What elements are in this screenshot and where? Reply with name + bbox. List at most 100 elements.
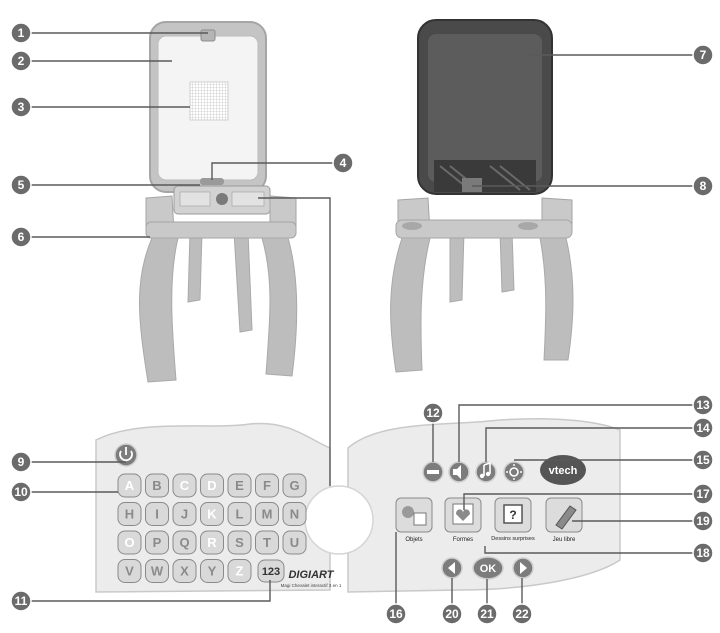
callout-3: 3 bbox=[10, 96, 32, 118]
callout-5: 5 bbox=[10, 174, 32, 196]
mode-objets-label: Objets bbox=[405, 537, 422, 543]
letter-key[interactable]: K bbox=[200, 502, 224, 526]
callout-17: 17 bbox=[692, 483, 714, 505]
back-back-leg-right bbox=[499, 231, 515, 293]
letter-key[interactable]: N bbox=[282, 502, 307, 526]
letter-key-label: D bbox=[207, 478, 216, 493]
letter-key-label: R bbox=[207, 535, 217, 550]
letter-key-label: Y bbox=[208, 564, 217, 579]
mode-objets-button[interactable]: Objets bbox=[395, 497, 433, 543]
letter-key[interactable]: J bbox=[172, 502, 197, 526]
panel-letter-keys bbox=[179, 191, 211, 207]
back-leg-right bbox=[539, 237, 574, 361]
letter-key[interactable]: P bbox=[145, 530, 169, 555]
letter-key[interactable]: O bbox=[117, 530, 142, 555]
volume-button[interactable] bbox=[448, 461, 470, 483]
vtech-logo-text: vtech bbox=[549, 465, 578, 477]
letter-key[interactable]: H bbox=[117, 502, 142, 526]
callout-11: 11 bbox=[10, 590, 32, 612]
letter-key[interactable]: U bbox=[282, 530, 307, 555]
letter-key[interactable]: Q bbox=[172, 530, 197, 555]
callout-14: 14 bbox=[692, 417, 714, 439]
touch-grid bbox=[189, 81, 229, 121]
left-arrow-button[interactable] bbox=[441, 557, 463, 579]
callout-19: 19 bbox=[692, 510, 714, 532]
settings-button[interactable] bbox=[503, 461, 525, 483]
callout-15: 15 bbox=[692, 449, 714, 471]
ok-label: OK bbox=[480, 563, 497, 575]
mode-formes-label: Formes bbox=[453, 537, 473, 543]
letter-key-label: V bbox=[125, 564, 134, 579]
product-tagline: Magi Chevalet interactif 3 en 1 bbox=[281, 583, 342, 588]
letter-key[interactable]: X bbox=[172, 559, 197, 583]
right-arrow-button[interactable] bbox=[512, 557, 534, 579]
back-easel bbox=[390, 19, 574, 373]
power-icon bbox=[119, 447, 133, 462]
letter-key[interactable]: D bbox=[200, 473, 224, 498]
callout-16: 16 bbox=[385, 603, 407, 625]
svg-text:22: 22 bbox=[515, 607, 529, 621]
house-icon bbox=[413, 512, 427, 526]
svg-text:14: 14 bbox=[696, 421, 710, 435]
chalkboard-surface bbox=[428, 34, 542, 182]
music-button[interactable] bbox=[475, 461, 497, 483]
letter-key[interactable]: M bbox=[255, 502, 279, 526]
digiart-logo: DIGIART bbox=[288, 569, 334, 581]
letter-key[interactable]: Y bbox=[200, 559, 224, 583]
letter-key[interactable]: B bbox=[145, 473, 169, 498]
svg-text:13: 13 bbox=[696, 398, 710, 412]
svg-text:12: 12 bbox=[426, 406, 440, 420]
mode-formes-button[interactable]: Formes bbox=[444, 497, 482, 543]
letter-key[interactable]: R bbox=[200, 530, 224, 555]
question-mark-icon: ? bbox=[509, 508, 516, 522]
callout-7: 7 bbox=[692, 44, 714, 66]
mode-dessins-surprises-button[interactable]: ? Dessins surprises bbox=[491, 497, 535, 542]
letter-key-label: C bbox=[180, 478, 190, 493]
back-back-leg-left bbox=[449, 231, 465, 303]
letter-key-label: B bbox=[152, 478, 161, 493]
letter-key-label: S bbox=[235, 535, 244, 550]
front-leg-right bbox=[261, 237, 298, 377]
letter-key[interactable]: L bbox=[227, 502, 252, 526]
letter-key-label: P bbox=[153, 535, 162, 550]
stroke-size-button[interactable] bbox=[422, 461, 444, 483]
svg-text:16: 16 bbox=[389, 607, 403, 621]
letter-key-label: J bbox=[181, 507, 188, 522]
mode-jeu-libre-button[interactable]: Jeu libre bbox=[545, 497, 583, 543]
letter-key[interactable]: Z bbox=[227, 559, 252, 583]
letter-key[interactable]: F bbox=[255, 473, 279, 498]
letter-key[interactable]: E bbox=[227, 473, 252, 498]
letter-key[interactable]: A bbox=[117, 473, 142, 498]
letter-key[interactable]: T bbox=[255, 530, 279, 555]
callout-1: 1 bbox=[10, 22, 32, 44]
svg-text:6: 6 bbox=[18, 230, 25, 244]
letter-key-label: L bbox=[236, 507, 244, 522]
svg-text:19: 19 bbox=[696, 514, 710, 528]
power-button[interactable] bbox=[114, 443, 138, 467]
letter-key[interactable]: G bbox=[282, 473, 307, 498]
letter-key-label: U bbox=[290, 535, 299, 550]
letter-key[interactable]: I bbox=[145, 502, 169, 526]
ok-button[interactable]: OK bbox=[472, 556, 504, 580]
paper-clip bbox=[200, 29, 216, 42]
letter-key-label: G bbox=[289, 478, 299, 493]
numbers-key-label: 123 bbox=[262, 566, 280, 578]
letter-key[interactable]: V bbox=[117, 559, 142, 583]
apple-icon bbox=[402, 506, 414, 518]
numbers-key[interactable]: 123 bbox=[257, 559, 285, 583]
callout-9: 9 bbox=[10, 451, 32, 473]
letter-key[interactable]: C bbox=[172, 473, 197, 498]
letter-key-label: Z bbox=[236, 564, 244, 579]
pencil-icon bbox=[555, 505, 577, 530]
panel-center-cutout bbox=[304, 485, 374, 555]
back-storage-tray bbox=[395, 219, 573, 239]
vtech-logo: vtech bbox=[540, 455, 586, 485]
callout-21: 21 bbox=[476, 603, 498, 625]
svg-text:7: 7 bbox=[700, 48, 707, 62]
letter-key[interactable]: W bbox=[145, 559, 169, 583]
letter-key[interactable]: S bbox=[227, 530, 252, 555]
small-buttons bbox=[422, 461, 525, 483]
